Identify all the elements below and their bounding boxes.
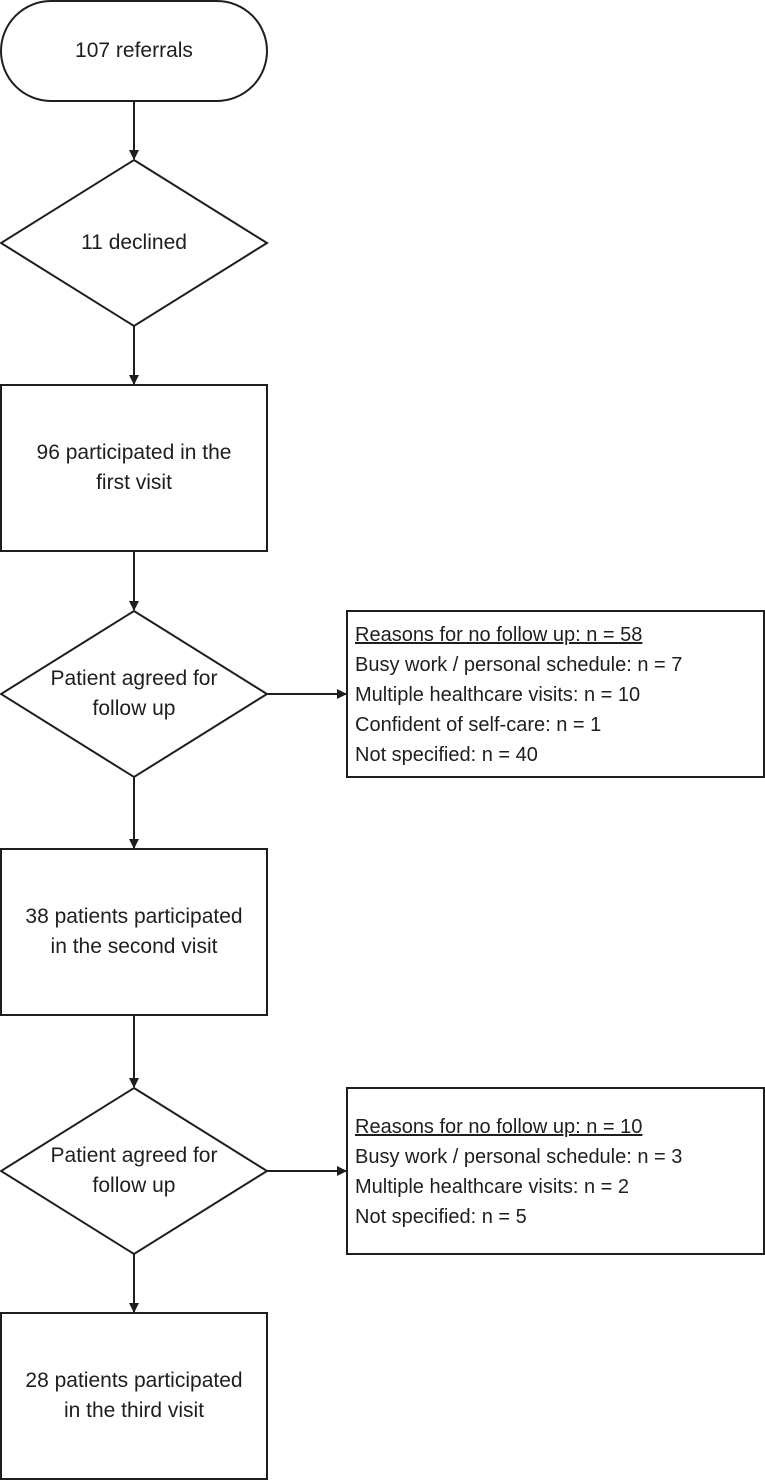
reasons-1-item: Not specified: n = 40 <box>355 744 538 766</box>
reasons-box-1 <box>346 610 765 778</box>
first-visit-line-2: first visit <box>96 471 172 494</box>
reasons-2-item: Not specified: n = 5 <box>355 1206 527 1228</box>
decision-1-line-2: follow up <box>92 697 176 720</box>
second-visit-line-2: in the second visit <box>50 935 218 958</box>
third-visit-line-2: in the third visit <box>63 1399 205 1422</box>
declined-text: 11 declined <box>81 231 187 254</box>
reasons-2-header: Reasons for no follow up: n = 10 <box>355 1116 643 1138</box>
second-visit-label: 38 patients participated in the second v… <box>1 849 267 1015</box>
reasons-1-item: Busy work / personal schedule: n = 7 <box>355 654 683 676</box>
reasons-2-text: Reasons for no follow up: n = 10 Busy wo… <box>355 1112 760 1232</box>
third-visit-line-1: 28 patients participated <box>25 1369 243 1392</box>
second-visit-box <box>0 848 268 1016</box>
decision-2-label: Patient agreed for follow up <box>1 1088 267 1254</box>
third-visit-label: 28 patients participated in the third vi… <box>1 1313 267 1479</box>
reasons-1-text: Reasons for no follow up: n = 58 Busy wo… <box>355 620 760 770</box>
referrals-label: 107 referrals <box>1 1 267 101</box>
reasons-2-item: Busy work / personal schedule: n = 3 <box>355 1146 683 1168</box>
decision-1-line-1: Patient agreed for <box>50 667 218 690</box>
decision-1-label: Patient agreed for follow up <box>1 611 267 777</box>
first-visit-line-1: 96 participated in the <box>36 441 232 464</box>
reasons-2-item: Multiple healthcare visits: n = 2 <box>355 1176 630 1198</box>
reasons-box-2 <box>346 1087 765 1255</box>
first-visit-box <box>0 384 268 552</box>
second-visit-line-1: 38 patients participated <box>25 905 243 928</box>
declined-label: 11 declined <box>1 160 267 326</box>
first-visit-label: 96 participated in the first visit <box>1 385 267 551</box>
decision-2-line-2: follow up <box>92 1174 176 1197</box>
reasons-1-item: Confident of self-care: n = 1 <box>355 714 602 736</box>
reasons-1-header: Reasons for no follow up: n = 58 <box>355 624 643 646</box>
reasons-1-item: Multiple healthcare visits: n = 10 <box>355 684 641 706</box>
decision-2-line-1: Patient agreed for <box>50 1144 218 1167</box>
third-visit-box <box>0 1312 268 1480</box>
referrals-text: 107 referrals <box>75 39 193 62</box>
